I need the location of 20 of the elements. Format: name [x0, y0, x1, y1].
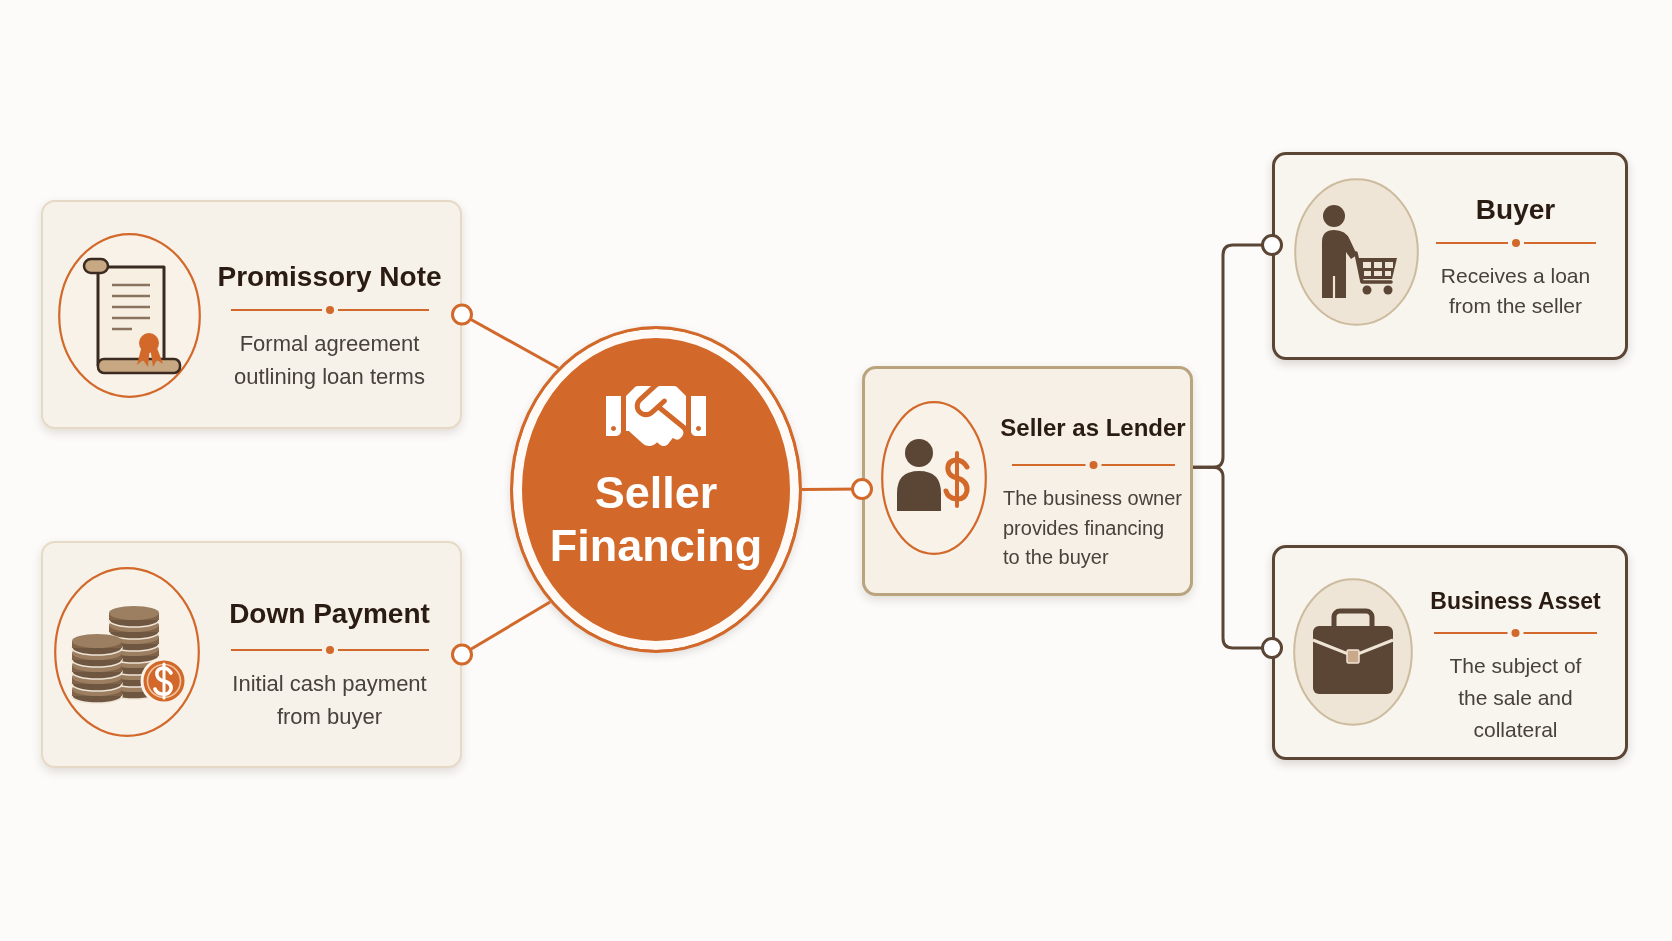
connector-line	[1193, 465, 1283, 659]
info-card	[1272, 545, 1628, 760]
card-description: Formal agreement outlining loan terms	[233, 330, 426, 391]
card-description: The business owner provides financing to the buyer	[1003, 486, 1183, 570]
connector-line	[802, 478, 873, 501]
info-card	[1272, 152, 1628, 360]
card-description: Receives a loan from the seller	[1439, 263, 1592, 319]
card-title: Seller as Lender	[1000, 413, 1186, 442]
card-title: Down Payment	[229, 597, 430, 631]
info-card	[41, 541, 462, 768]
card-description: Initial cash payment from buyer	[231, 670, 428, 731]
card-description: The subject of the sale and collateral	[1448, 653, 1583, 743]
connector-line	[451, 303, 560, 370]
card-title: Promissory Note	[217, 260, 442, 294]
card-title: Buyer	[1475, 193, 1556, 227]
info-card	[41, 200, 462, 429]
connector-line	[451, 600, 551, 666]
card-title: Business Asset	[1430, 587, 1601, 615]
info-card	[862, 366, 1193, 596]
hub-label: Seller Financing	[548, 466, 764, 572]
